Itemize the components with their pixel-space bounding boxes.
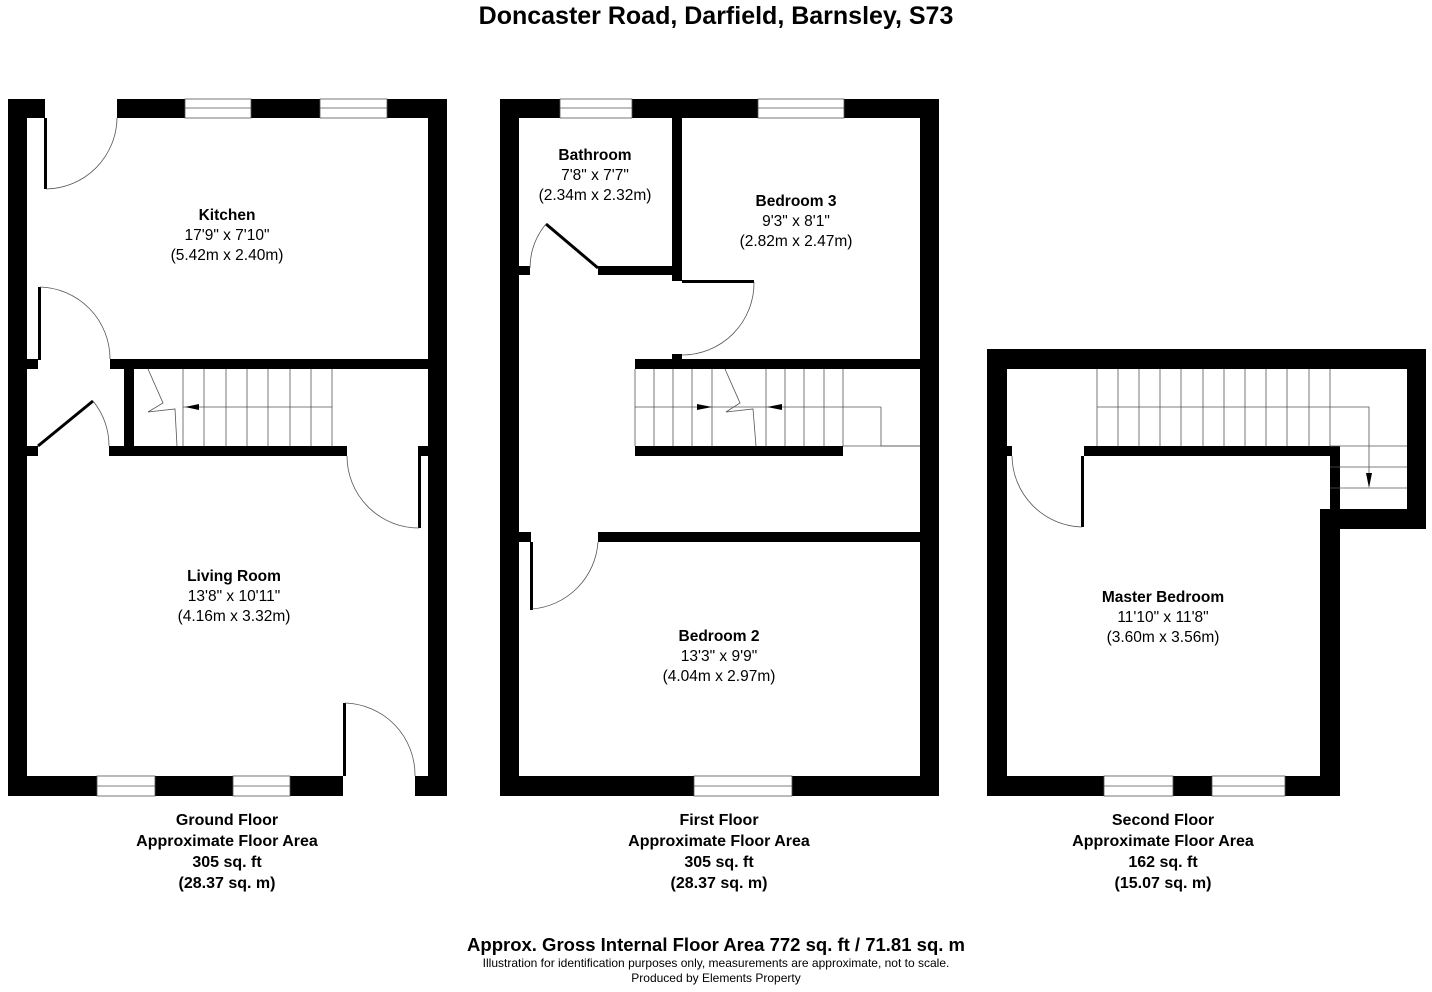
window-icon xyxy=(1103,775,1174,797)
window-icon xyxy=(319,98,388,119)
second-floor-plan xyxy=(987,349,1426,797)
stairs-icon xyxy=(634,368,920,447)
floor-area-sqm: (28.37 sq. m) xyxy=(670,875,768,892)
first-floor-plan xyxy=(500,98,939,797)
room-name: Bathroom xyxy=(558,147,632,164)
page-title: Doncaster Road, Darfield, Barnsley, S73 xyxy=(478,2,954,30)
room-dimensions-imperial: 13'8" x 10'11" xyxy=(187,588,281,605)
room-dimensions-metric: (4.04m x 2.97m) xyxy=(662,668,776,685)
room-label-living-room: Living Room 13'8" x 10'11" (4.16m x 3.32… xyxy=(178,567,291,627)
floor-name: Ground Floor xyxy=(175,812,279,829)
room-dimensions-metric: (5.42m x 2.40m) xyxy=(170,247,284,264)
floor-summary-first: First Floor Approximate Floor Area 305 s… xyxy=(628,810,810,894)
stair-direction-arrow-icon xyxy=(767,404,782,410)
floor-area-sqft: 305 sq. ft xyxy=(684,854,754,871)
floor-name: First Floor xyxy=(679,812,759,829)
window-icon xyxy=(184,98,252,119)
floor-area-label: Approximate Floor Area xyxy=(1072,833,1254,850)
floor-area-sqft: 305 sq. ft xyxy=(192,854,262,871)
window-icon xyxy=(757,98,845,119)
door-swing-icon xyxy=(530,541,599,610)
door-swing-icon xyxy=(44,117,118,190)
floor-summary-ground: Ground Floor Approximate Floor Area 305 … xyxy=(136,810,318,894)
floor-area-label: Approximate Floor Area xyxy=(136,833,318,850)
stairs-icon xyxy=(147,368,333,447)
room-label-master-bedroom: Master Bedroom 11'10" x 11'8" (3.60m x 3… xyxy=(1102,588,1224,648)
room-dimensions-metric: (3.60m x 3.56m) xyxy=(1106,629,1220,646)
room-dimensions-metric: (2.34m x 2.32m) xyxy=(538,187,652,204)
room-label-bedroom-2: Bedroom 2 13'3" x 9'9" (4.04m x 2.97m) xyxy=(663,627,776,687)
stairs-icon xyxy=(1096,369,1407,489)
room-label-bathroom: Bathroom 7'8" x 7'7" (2.34m x 2.32m) xyxy=(539,146,652,206)
producer-credit: Produced by Elements Property xyxy=(631,971,801,985)
stair-direction-arrow-icon xyxy=(185,404,199,410)
room-name: Master Bedroom xyxy=(1101,589,1225,606)
floor-area-sqm: (28.37 sq. m) xyxy=(178,875,276,892)
room-label-bedroom-3: Bedroom 3 9'3" x 8'1" (2.82m x 2.47m) xyxy=(740,192,853,252)
floor-name: Second Floor xyxy=(1111,812,1215,829)
window-icon xyxy=(693,775,793,797)
floor-area-label: Approximate Floor Area xyxy=(628,833,810,850)
room-label-kitchen: Kitchen 17'9" x 7'10" (5.42m x 2.40m) xyxy=(171,206,284,266)
door-swing-icon xyxy=(1011,455,1084,528)
window-icon xyxy=(96,775,156,797)
floor-area-sqft: 162 sq. ft xyxy=(1128,854,1198,871)
room-dimensions-metric: (4.16m x 3.32m) xyxy=(177,608,291,625)
room-name: Kitchen xyxy=(198,207,256,224)
stair-direction-arrow-icon xyxy=(1366,473,1372,488)
window-icon xyxy=(1211,775,1286,797)
floor-summary-second: Second Floor Approximate Floor Area 162 … xyxy=(1072,810,1254,894)
room-dimensions-imperial: 9'3" x 8'1" xyxy=(762,213,830,230)
door-swing-icon xyxy=(529,222,599,270)
door-swing-icon xyxy=(681,280,755,356)
room-name: Bedroom 2 xyxy=(678,628,760,645)
floor-area-sqm: (15.07 sq. m) xyxy=(1114,875,1212,892)
window-icon xyxy=(559,98,633,119)
stair-direction-arrow-icon xyxy=(697,404,712,410)
footer: Approx. Gross Internal Floor Area 772 sq… xyxy=(0,934,1432,986)
gross-area: Approx. Gross Internal Floor Area 772 sq… xyxy=(467,934,965,955)
window-icon xyxy=(232,775,291,797)
room-dimensions-imperial: 13'3" x 9'9" xyxy=(680,648,758,665)
room-dimensions-metric: (2.82m x 2.47m) xyxy=(739,233,853,250)
disclaimer: Illustration for identification purposes… xyxy=(482,956,950,970)
room-dimensions-imperial: 11'10" x 11'8" xyxy=(1117,609,1209,626)
door-swing-icon xyxy=(343,702,416,777)
room-dimensions-imperial: 7'8" x 7'7" xyxy=(561,167,629,184)
room-name: Living Room xyxy=(187,568,281,585)
room-name: Bedroom 3 xyxy=(755,193,837,210)
door-swing-icon xyxy=(38,286,111,360)
door-swing-icon xyxy=(37,399,110,448)
door-swing-icon xyxy=(346,455,421,529)
room-dimensions-imperial: 17'9" x 7'10" xyxy=(184,227,270,244)
ground-floor-plan xyxy=(8,98,447,797)
